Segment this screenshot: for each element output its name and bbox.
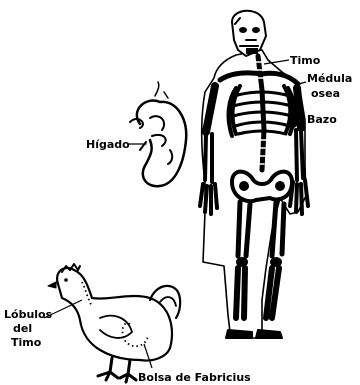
label-bazo: Bazo bbox=[307, 113, 337, 126]
chicken-illustration bbox=[48, 264, 180, 382]
label-lobulos-line2: del bbox=[13, 322, 32, 335]
label-lobulos-line1: Lóbulos bbox=[4, 308, 53, 321]
liver-illustration bbox=[128, 82, 186, 186]
label-medula-line2: osea bbox=[311, 87, 340, 100]
label-bolsa: Bolsa de Fabricius bbox=[138, 371, 251, 384]
label-timo: Timo bbox=[290, 54, 321, 67]
label-medula-line1: Médula bbox=[307, 72, 352, 85]
label-lobulos-line3: Timo bbox=[11, 336, 42, 349]
label-higado: Hígado bbox=[86, 138, 130, 151]
